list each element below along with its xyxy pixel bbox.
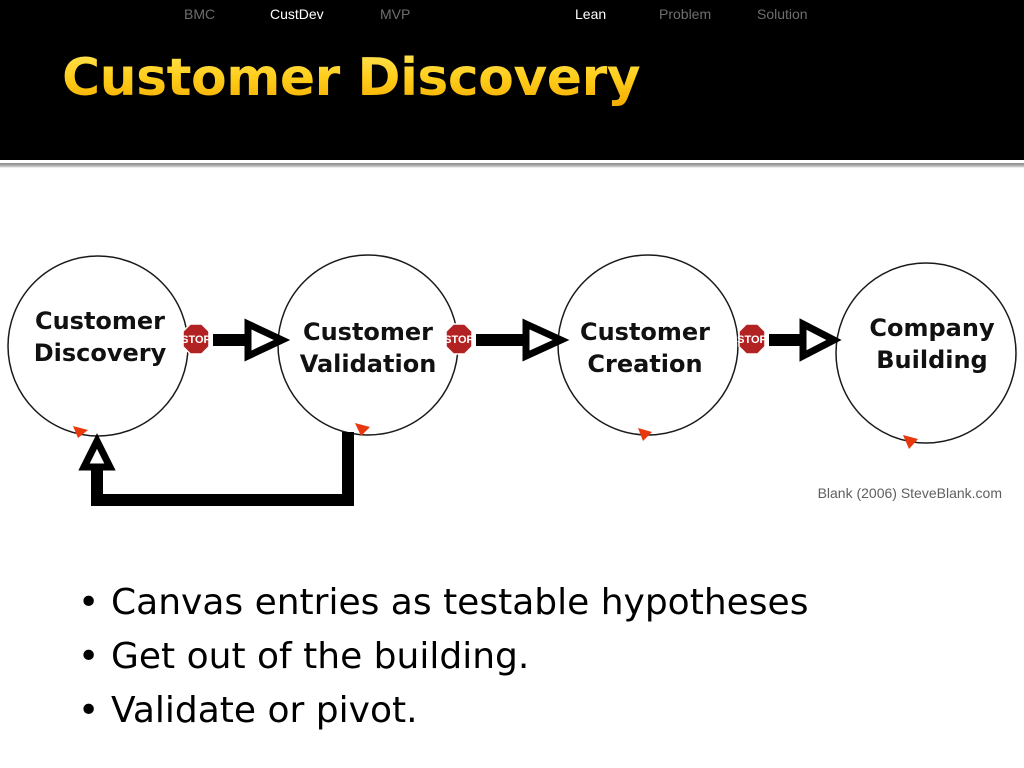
stage-customer-validation: Customer Validation (277, 254, 459, 436)
stop-sign-icon (445, 323, 473, 355)
stage-label-line2: Discovery (34, 339, 167, 367)
nav-link-solution[interactable]: Solution (757, 6, 808, 22)
stage-label-line2: Validation (300, 350, 437, 378)
stop-arrow-2: STOP (444, 318, 570, 362)
bullet-item: • Validate or pivot. (78, 684, 808, 738)
stop-arrow-1: STOP (181, 318, 291, 362)
nav-link-bmc[interactable]: BMC (184, 6, 216, 22)
stage-label-line1: Customer (580, 318, 710, 346)
stage-label-line1: Customer (303, 318, 433, 346)
process-diagram: Customer Discovery Customer Validation C… (7, 254, 1017, 506)
stop-sign-label: STOP (181, 334, 211, 346)
slide-title: Customer Discovery (62, 48, 641, 108)
header-bar: BMC CustDev MVP Lean Problem Solution Cu… (0, 0, 1024, 160)
stage-customer-creation: Customer Creation (557, 254, 739, 441)
marker-triangle-icon (638, 428, 652, 441)
arrow-head-icon (799, 318, 842, 362)
nav-link-lean[interactable]: Lean (575, 6, 607, 22)
bullet-text: Get out of the building. (111, 636, 530, 677)
arrow-head-icon (522, 318, 570, 362)
arrow-shaft (769, 334, 803, 346)
bullet-text: Validate or pivot. (111, 690, 418, 731)
arrow-head-icon (244, 318, 291, 362)
bullet-marker: • (78, 690, 100, 731)
bullet-marker: • (78, 636, 100, 677)
loop-back-arrow-icon (78, 432, 354, 506)
diagram-credit: Blank (2006) SteveBlank.com (817, 485, 1002, 501)
stage-customer-discovery: Customer Discovery (7, 255, 189, 438)
stop-sign-icon (182, 323, 210, 355)
nav-link-problem[interactable]: Problem (659, 6, 712, 22)
stage-label-line2: Building (876, 346, 988, 374)
stage-label-line1: Company (869, 314, 995, 342)
marker-triangle-icon (355, 423, 370, 436)
stop-sign-label: STOP (444, 334, 474, 346)
stop-arrow-3: STOP (737, 318, 842, 362)
stage-company-building: Company Building (835, 262, 1017, 449)
arrow-shaft (213, 334, 249, 346)
bullet-marker: • (78, 582, 100, 623)
header-divider (0, 160, 1024, 168)
loop-arrow-head-icon (78, 433, 116, 471)
bullet-item: • Canvas entries as testable hypotheses (78, 576, 808, 630)
stage-label-line1: Customer (35, 307, 165, 335)
stage-circle (835, 262, 1017, 444)
arrow-shaft (476, 334, 526, 346)
marker-triangle-icon (903, 435, 918, 449)
bullet-text: Canvas entries as testable hypotheses (111, 582, 809, 623)
nav-link-mvp[interactable]: MVP (380, 6, 411, 22)
loop-path (91, 432, 354, 506)
stop-sign-label: STOP (737, 334, 767, 346)
bullet-item: • Get out of the building. (78, 630, 808, 684)
stage-label-line2: Creation (587, 350, 702, 378)
stop-sign-icon (738, 323, 766, 355)
marker-triangle-icon (73, 426, 88, 438)
nav-link-custdev[interactable]: CustDev (270, 6, 324, 22)
bullet-list: • Canvas entries as testable hypotheses •… (78, 576, 808, 738)
